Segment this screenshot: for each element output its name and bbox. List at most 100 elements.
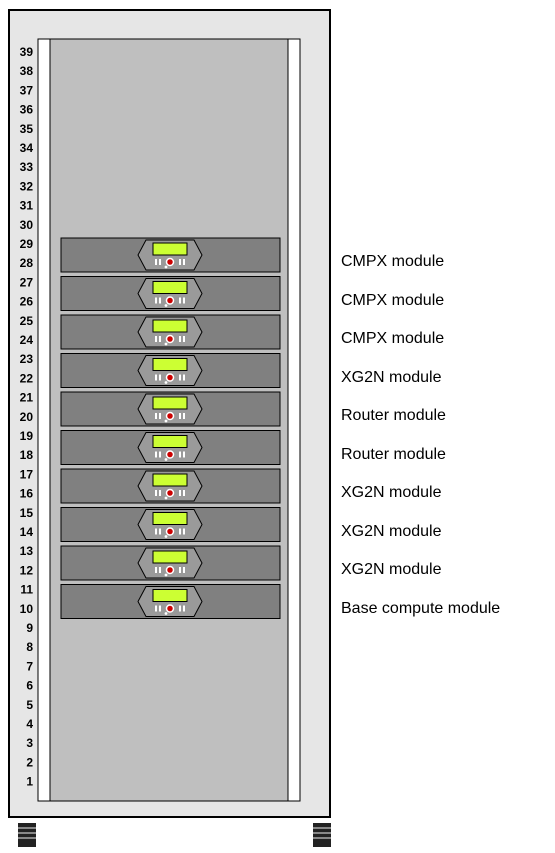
module-4[interactable]	[60, 353, 281, 388]
control-button[interactable]	[179, 297, 181, 304]
unit-number-labels: 3938373635343332313029282726252423222120…	[20, 45, 34, 789]
control-button[interactable]	[183, 259, 185, 265]
control-button[interactable]	[155, 490, 157, 496]
control-button[interactable]	[183, 605, 185, 612]
unit-label-14: 14	[20, 525, 34, 539]
module-5[interactable]	[60, 391, 281, 427]
power-button[interactable]	[165, 565, 175, 575]
module-label: CMPX module	[341, 330, 445, 347]
power-button[interactable]	[165, 604, 175, 613]
lcd-display	[152, 550, 188, 564]
control-button[interactable]	[183, 490, 185, 496]
control-button[interactable]	[179, 451, 181, 458]
control-button[interactable]	[155, 605, 157, 612]
control-button[interactable]	[183, 528, 185, 535]
module-label: XG2N module	[341, 368, 442, 386]
power-button[interactable]	[165, 257, 175, 267]
control-button[interactable]	[179, 413, 181, 419]
lcd-display	[152, 319, 188, 333]
module-label: Router module	[341, 407, 446, 424]
control-button[interactable]	[179, 259, 181, 265]
power-button[interactable]	[165, 411, 175, 421]
control-button[interactable]	[179, 528, 181, 535]
control-button[interactable]	[155, 567, 157, 573]
right-foot	[313, 823, 331, 847]
status-led	[164, 265, 168, 269]
unit-label-25: 25	[20, 314, 34, 328]
module-1[interactable]	[60, 237, 281, 273]
control-button[interactable]	[183, 451, 185, 458]
unit-label-24: 24	[20, 333, 34, 347]
module-6[interactable]	[60, 430, 281, 465]
control-button[interactable]	[155, 528, 157, 535]
module-2[interactable]	[60, 276, 281, 311]
power-button[interactable]	[165, 450, 175, 459]
unit-label-11: 11	[20, 583, 33, 597]
left-foot	[18, 823, 36, 847]
control-button[interactable]	[159, 567, 161, 573]
control-button[interactable]	[179, 605, 181, 612]
control-button[interactable]	[179, 336, 181, 342]
control-button[interactable]	[159, 413, 161, 419]
control-button[interactable]	[159, 336, 161, 342]
control-button[interactable]	[179, 490, 181, 496]
control-button[interactable]	[159, 490, 161, 496]
power-button[interactable]	[165, 373, 175, 382]
control-button[interactable]	[159, 374, 161, 381]
module-10[interactable]	[60, 584, 281, 619]
control-button[interactable]	[183, 336, 185, 342]
power-button[interactable]	[165, 334, 175, 344]
status-led	[164, 573, 168, 577]
unit-label-32: 32	[20, 179, 34, 193]
unit-label-4: 4	[26, 717, 33, 731]
unit-label-37: 37	[20, 83, 34, 97]
unit-label-38: 38	[20, 64, 34, 78]
unit-label-35: 35	[20, 122, 34, 136]
module-3[interactable]	[60, 314, 281, 350]
module-7[interactable]	[60, 468, 281, 504]
power-button[interactable]	[165, 488, 175, 498]
control-button[interactable]	[179, 374, 181, 381]
control-button[interactable]	[183, 567, 185, 573]
unit-label-26: 26	[20, 295, 34, 309]
unit-label-16: 16	[20, 487, 34, 501]
control-button[interactable]	[159, 259, 161, 265]
control-button[interactable]	[159, 451, 161, 458]
module-9[interactable]	[60, 545, 281, 581]
lcd-display	[152, 512, 188, 525]
power-button[interactable]	[165, 527, 175, 536]
lcd-display	[152, 358, 188, 371]
control-button[interactable]	[155, 259, 157, 265]
module-stack	[60, 237, 281, 619]
module-label: XG2N module	[341, 484, 442, 501]
lcd-display	[152, 396, 188, 410]
unit-label-8: 8	[26, 640, 33, 654]
unit-label-2: 2	[26, 755, 33, 769]
control-button[interactable]	[179, 567, 181, 573]
control-button[interactable]	[159, 528, 161, 535]
control-button[interactable]	[155, 374, 157, 381]
power-button[interactable]	[165, 296, 175, 305]
control-button[interactable]	[183, 374, 185, 381]
unit-label-15: 15	[20, 506, 34, 520]
control-button[interactable]	[155, 297, 157, 304]
unit-label-18: 18	[20, 448, 34, 462]
unit-label-33: 33	[20, 160, 34, 174]
control-button[interactable]	[159, 297, 161, 304]
unit-label-5: 5	[26, 698, 33, 712]
control-button[interactable]	[155, 451, 157, 458]
control-button[interactable]	[155, 336, 157, 342]
status-led	[164, 458, 168, 461]
control-button[interactable]	[183, 297, 185, 304]
module-8[interactable]	[60, 507, 281, 542]
unit-label-23: 23	[20, 352, 34, 366]
status-led	[164, 612, 168, 615]
module-label: Base compute module	[341, 599, 501, 617]
unit-label-27: 27	[20, 275, 34, 289]
status-led	[164, 304, 168, 307]
control-button[interactable]	[155, 413, 157, 419]
control-button[interactable]	[159, 605, 161, 612]
control-button[interactable]	[183, 413, 185, 419]
unit-label-12: 12	[20, 563, 34, 577]
